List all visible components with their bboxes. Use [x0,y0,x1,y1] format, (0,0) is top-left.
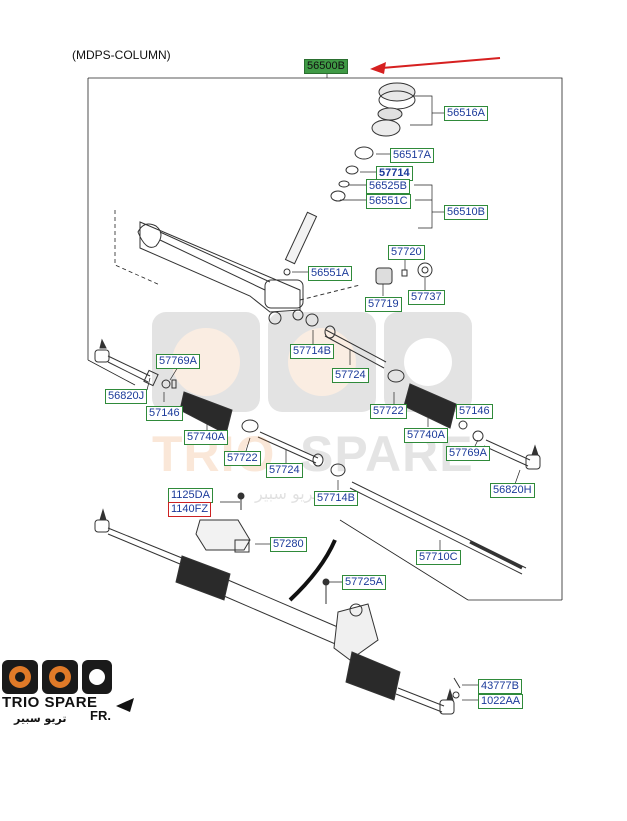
part-label-57724-upper[interactable]: 57724 [332,368,369,383]
part-label-57740A-left[interactable]: 57740A [184,430,228,445]
assembly-frame [87,77,563,601]
logo-suffix: FR. [90,708,111,723]
part-label-57725A[interactable]: 57725A [342,575,386,590]
part-label-56551A[interactable]: 56551A [308,266,352,281]
part-label-57722-right[interactable]: 57722 [370,404,407,419]
part-label-43777B[interactable]: 43777B [478,679,522,694]
part-label-57740A-right[interactable]: 57740A [404,428,448,443]
part-label-56525B[interactable]: 56525B [366,179,410,194]
part-label-57769A-left[interactable]: 57769A [156,354,200,369]
part-label-56820H[interactable]: 56820H [490,483,535,498]
part-label-57720[interactable]: 57720 [388,245,425,260]
diagram-title: (MDPS-COLUMN) [72,48,171,62]
part-label-56820J[interactable]: 56820J [105,389,148,404]
part-label-57146-left[interactable]: 57146 [146,406,183,421]
part-label-57724-lower[interactable]: 57724 [266,463,303,478]
part-label-57722-left[interactable]: 57722 [224,451,261,466]
part-label-57710C[interactable]: 57710C [416,550,461,565]
part-label-57769A-right[interactable]: 57769A [446,446,490,461]
part-label-57714B-upper[interactable]: 57714B [290,344,334,359]
highlight-arrow [370,57,501,74]
part-label-1125DA[interactable]: 1125DA [168,488,213,503]
watermark-logo [152,312,472,412]
part-label-57146-right[interactable]: 57146 [456,404,493,419]
trio-spare-logo-icons [2,660,134,712]
part-label-56517A[interactable]: 56517A [390,148,434,163]
right-tie-rod-group [330,383,541,575]
left-tie-rod-group [94,313,405,467]
part-label-57719[interactable]: 57719 [365,297,402,312]
assembled-rack [94,508,461,715]
part-label-56500B[interactable]: 56500B [304,59,348,74]
part-label-56551C[interactable]: 56551C [366,194,411,209]
part-label-1140FZ[interactable]: 1140FZ [168,502,212,517]
mounting-clamp [195,492,251,553]
logo-text: TRIO SPARE [2,694,98,711]
pinion-components [283,82,433,285]
part-label-57714B-lower[interactable]: 57714B [314,491,358,506]
leader-lines [146,72,521,701]
watermark-arabic: تريو سبير [255,484,318,503]
part-label-1022AA[interactable]: 1022AA [478,694,524,709]
part-label-56510B[interactable]: 56510B [444,205,488,220]
part-label-57737[interactable]: 57737 [408,290,445,305]
upper-rack-housing [137,221,361,325]
part-label-57280[interactable]: 57280 [270,537,307,552]
logo-arabic-text: تريو سبير [14,712,67,725]
part-label-56516A[interactable]: 56516A [444,106,488,121]
